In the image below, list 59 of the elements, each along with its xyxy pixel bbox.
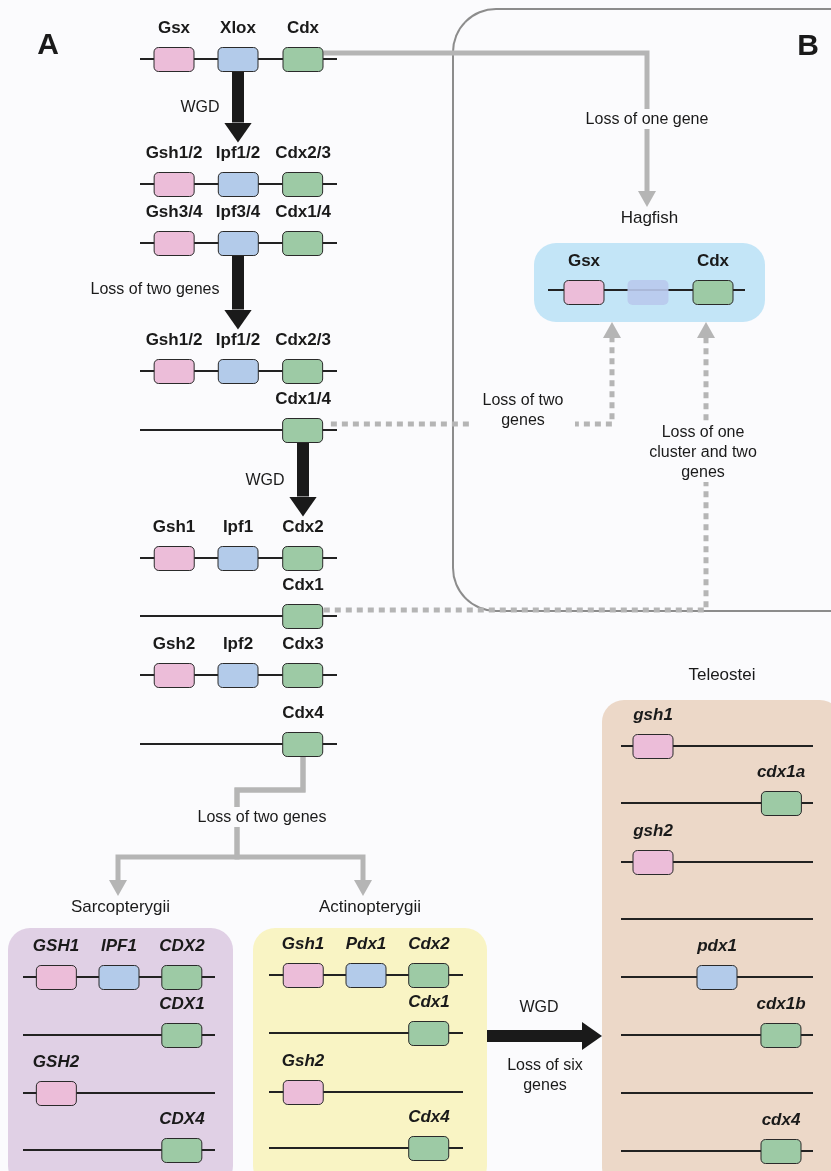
gene-name: cdx4 xyxy=(761,1109,801,1130)
gene-name: Ipf1/2 xyxy=(215,329,261,350)
gene-name: Xlox xyxy=(220,17,256,38)
arrow xyxy=(289,442,317,517)
arrow xyxy=(234,756,372,896)
gene-name: Cdx1/4 xyxy=(275,388,331,409)
gene-name: Gsh1 xyxy=(152,516,196,537)
gene-name: Gsx xyxy=(567,250,601,271)
arrow xyxy=(323,50,656,207)
gene-name: Cdx xyxy=(696,250,730,271)
edge-label: Loss of one gene xyxy=(583,109,711,129)
gene-name: gsh2 xyxy=(633,820,673,841)
panel-heading: Teleostei xyxy=(687,664,757,686)
gene-name: gsh1 xyxy=(633,704,673,725)
arrow xyxy=(224,255,252,330)
gene-name: Cdx1/4 xyxy=(275,201,331,222)
edge-label: Loss of one cluster and two genes xyxy=(646,422,760,482)
gene-name: cdx1a xyxy=(756,761,806,782)
panel-heading: Hagfish xyxy=(619,207,680,229)
gene-name: Ipf1 xyxy=(222,516,254,537)
panel-heading: Actinopterygii xyxy=(317,896,423,918)
arrow xyxy=(487,1022,602,1050)
gene-name: Pdx1 xyxy=(345,933,387,954)
edge-label: Loss of two genes xyxy=(195,807,329,827)
gene-name: Gsh1/2 xyxy=(145,329,203,350)
gene-name: Cdx2 xyxy=(282,516,324,537)
gene-name: Cdx2 xyxy=(408,933,450,954)
gene-name: cdx1b xyxy=(756,993,806,1014)
gene-name: GSH1 xyxy=(32,935,80,956)
panel-heading: Sarcopterygii xyxy=(69,896,172,918)
arrow xyxy=(224,71,252,143)
gene-name: Cdx1 xyxy=(282,574,324,595)
edge-label: Loss of two genes xyxy=(88,279,222,299)
gene-name: IPF1 xyxy=(101,935,137,956)
dotted-arrow xyxy=(323,322,715,613)
gene-name: Gsh1 xyxy=(281,933,325,954)
gene-name: Ipf3/4 xyxy=(215,201,261,222)
gene-name: CDX2 xyxy=(159,935,205,956)
gene-name: Cdx4 xyxy=(282,702,324,723)
gene-name: Gsh2 xyxy=(152,633,196,654)
gene-name: Cdx xyxy=(286,17,320,38)
gene-name: Gsh2 xyxy=(281,1050,325,1071)
gene-name: Gsh1/2 xyxy=(145,142,203,163)
dotted-arrow xyxy=(330,322,621,427)
gene-name: Cdx4 xyxy=(408,1106,450,1127)
gene-name: Cdx2/3 xyxy=(275,329,331,350)
panel-letter: B xyxy=(797,28,819,62)
gene-name: Gsh3/4 xyxy=(145,201,203,222)
gene-name: Gsx xyxy=(157,17,191,38)
gene-name: CDX1 xyxy=(159,993,205,1014)
gene-name: Ipf2 xyxy=(222,633,254,654)
gene-name: GSH2 xyxy=(32,1051,80,1072)
gene-name: Cdx3 xyxy=(282,633,324,654)
gene-name: Cdx1 xyxy=(408,991,450,1012)
gene-name: CDX4 xyxy=(159,1108,205,1129)
gene-name: Cdx2/3 xyxy=(275,142,331,163)
edge-label: Loss of two genes xyxy=(471,390,575,430)
gene-name: Ipf1/2 xyxy=(215,142,261,163)
gene-name: pdx1 xyxy=(697,935,737,956)
